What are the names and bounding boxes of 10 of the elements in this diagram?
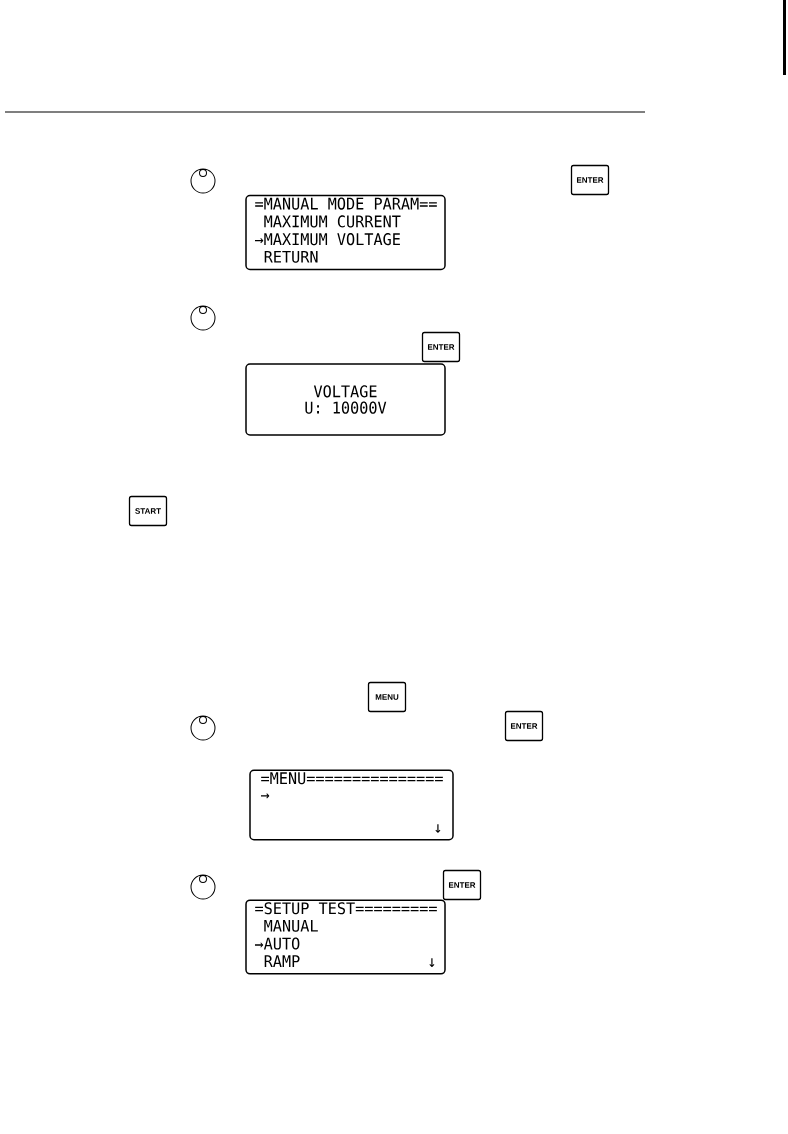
key-button: ENTER <box>421 331 461 363</box>
lcd-screen: =MANUAL MODE PARAM== MAXIMUM CURRENT →MAXIMUM VOLTAGE RETURN <box>245 194 446 271</box>
lcd-screen: VOLTAGE U: 10000V <box>245 363 446 436</box>
key-button: ENTER <box>570 164 610 196</box>
key-button: START <box>128 495 168 527</box>
key-button: MENU <box>367 681 407 713</box>
lcd-screen: =MENU=============== → ↓ <box>249 769 454 841</box>
key-button: ENTER <box>442 869 482 901</box>
lcd-screen: =SETUP TEST========= MANUAL →AUTO RAMP ↓ <box>245 899 446 975</box>
key-button: ENTER <box>504 710 544 742</box>
